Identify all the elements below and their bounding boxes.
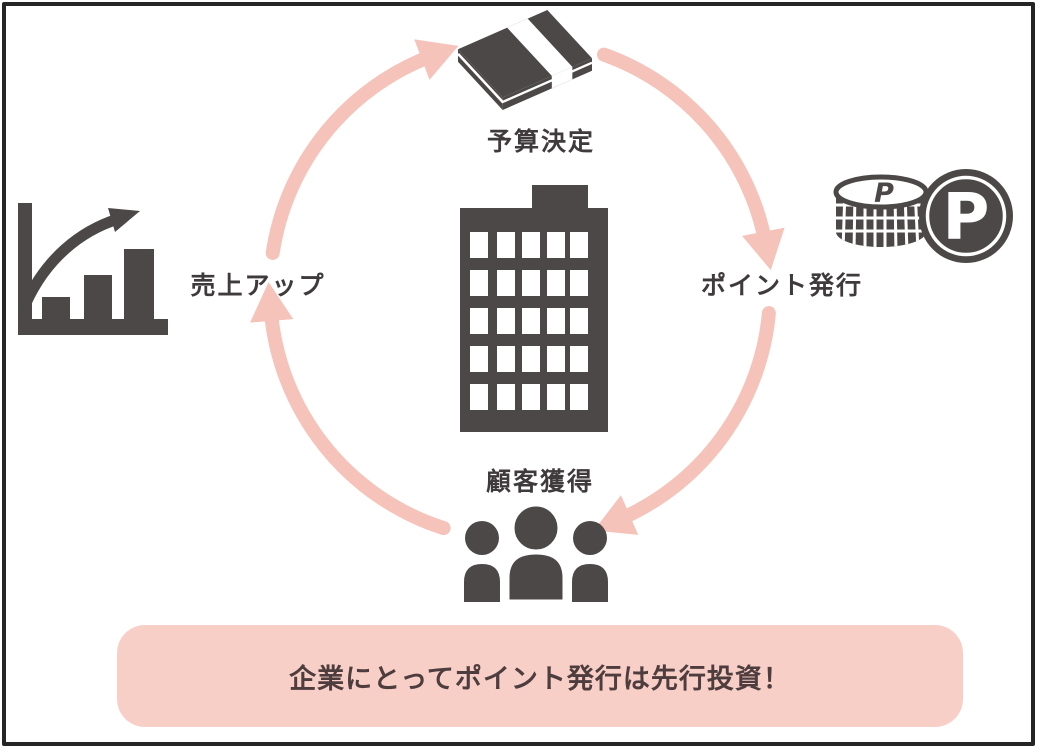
point-coins-icon: P P: [833, 169, 1013, 263]
customers-group-icon: [464, 502, 608, 602]
arrow-points-to-customers: [593, 306, 776, 535]
step-label-sales: 売上アップ: [190, 272, 326, 300]
conclusion-banner: 企業にとってポイント発行は先行投資！: [117, 625, 963, 727]
money-bundle-icon: [458, 10, 592, 110]
step-label-budget: 予算決定: [486, 128, 596, 156]
big-coin-letter: P: [943, 181, 990, 255]
arrow-budget-to-points: [597, 47, 785, 271]
office-building-icon: [460, 185, 608, 432]
arrow-sales-to-budget: [265, 39, 459, 260]
step-label-points: ポイント発行: [700, 272, 864, 300]
arrow-customers-to-sales: [250, 281, 451, 536]
stack-coin-letter: P: [874, 178, 894, 209]
step-label-customers: 顧客獲得: [485, 468, 595, 496]
sales-graph-icon: [18, 203, 168, 335]
conclusion-banner-text: 企業にとってポイント発行は先行投資！: [289, 663, 791, 694]
